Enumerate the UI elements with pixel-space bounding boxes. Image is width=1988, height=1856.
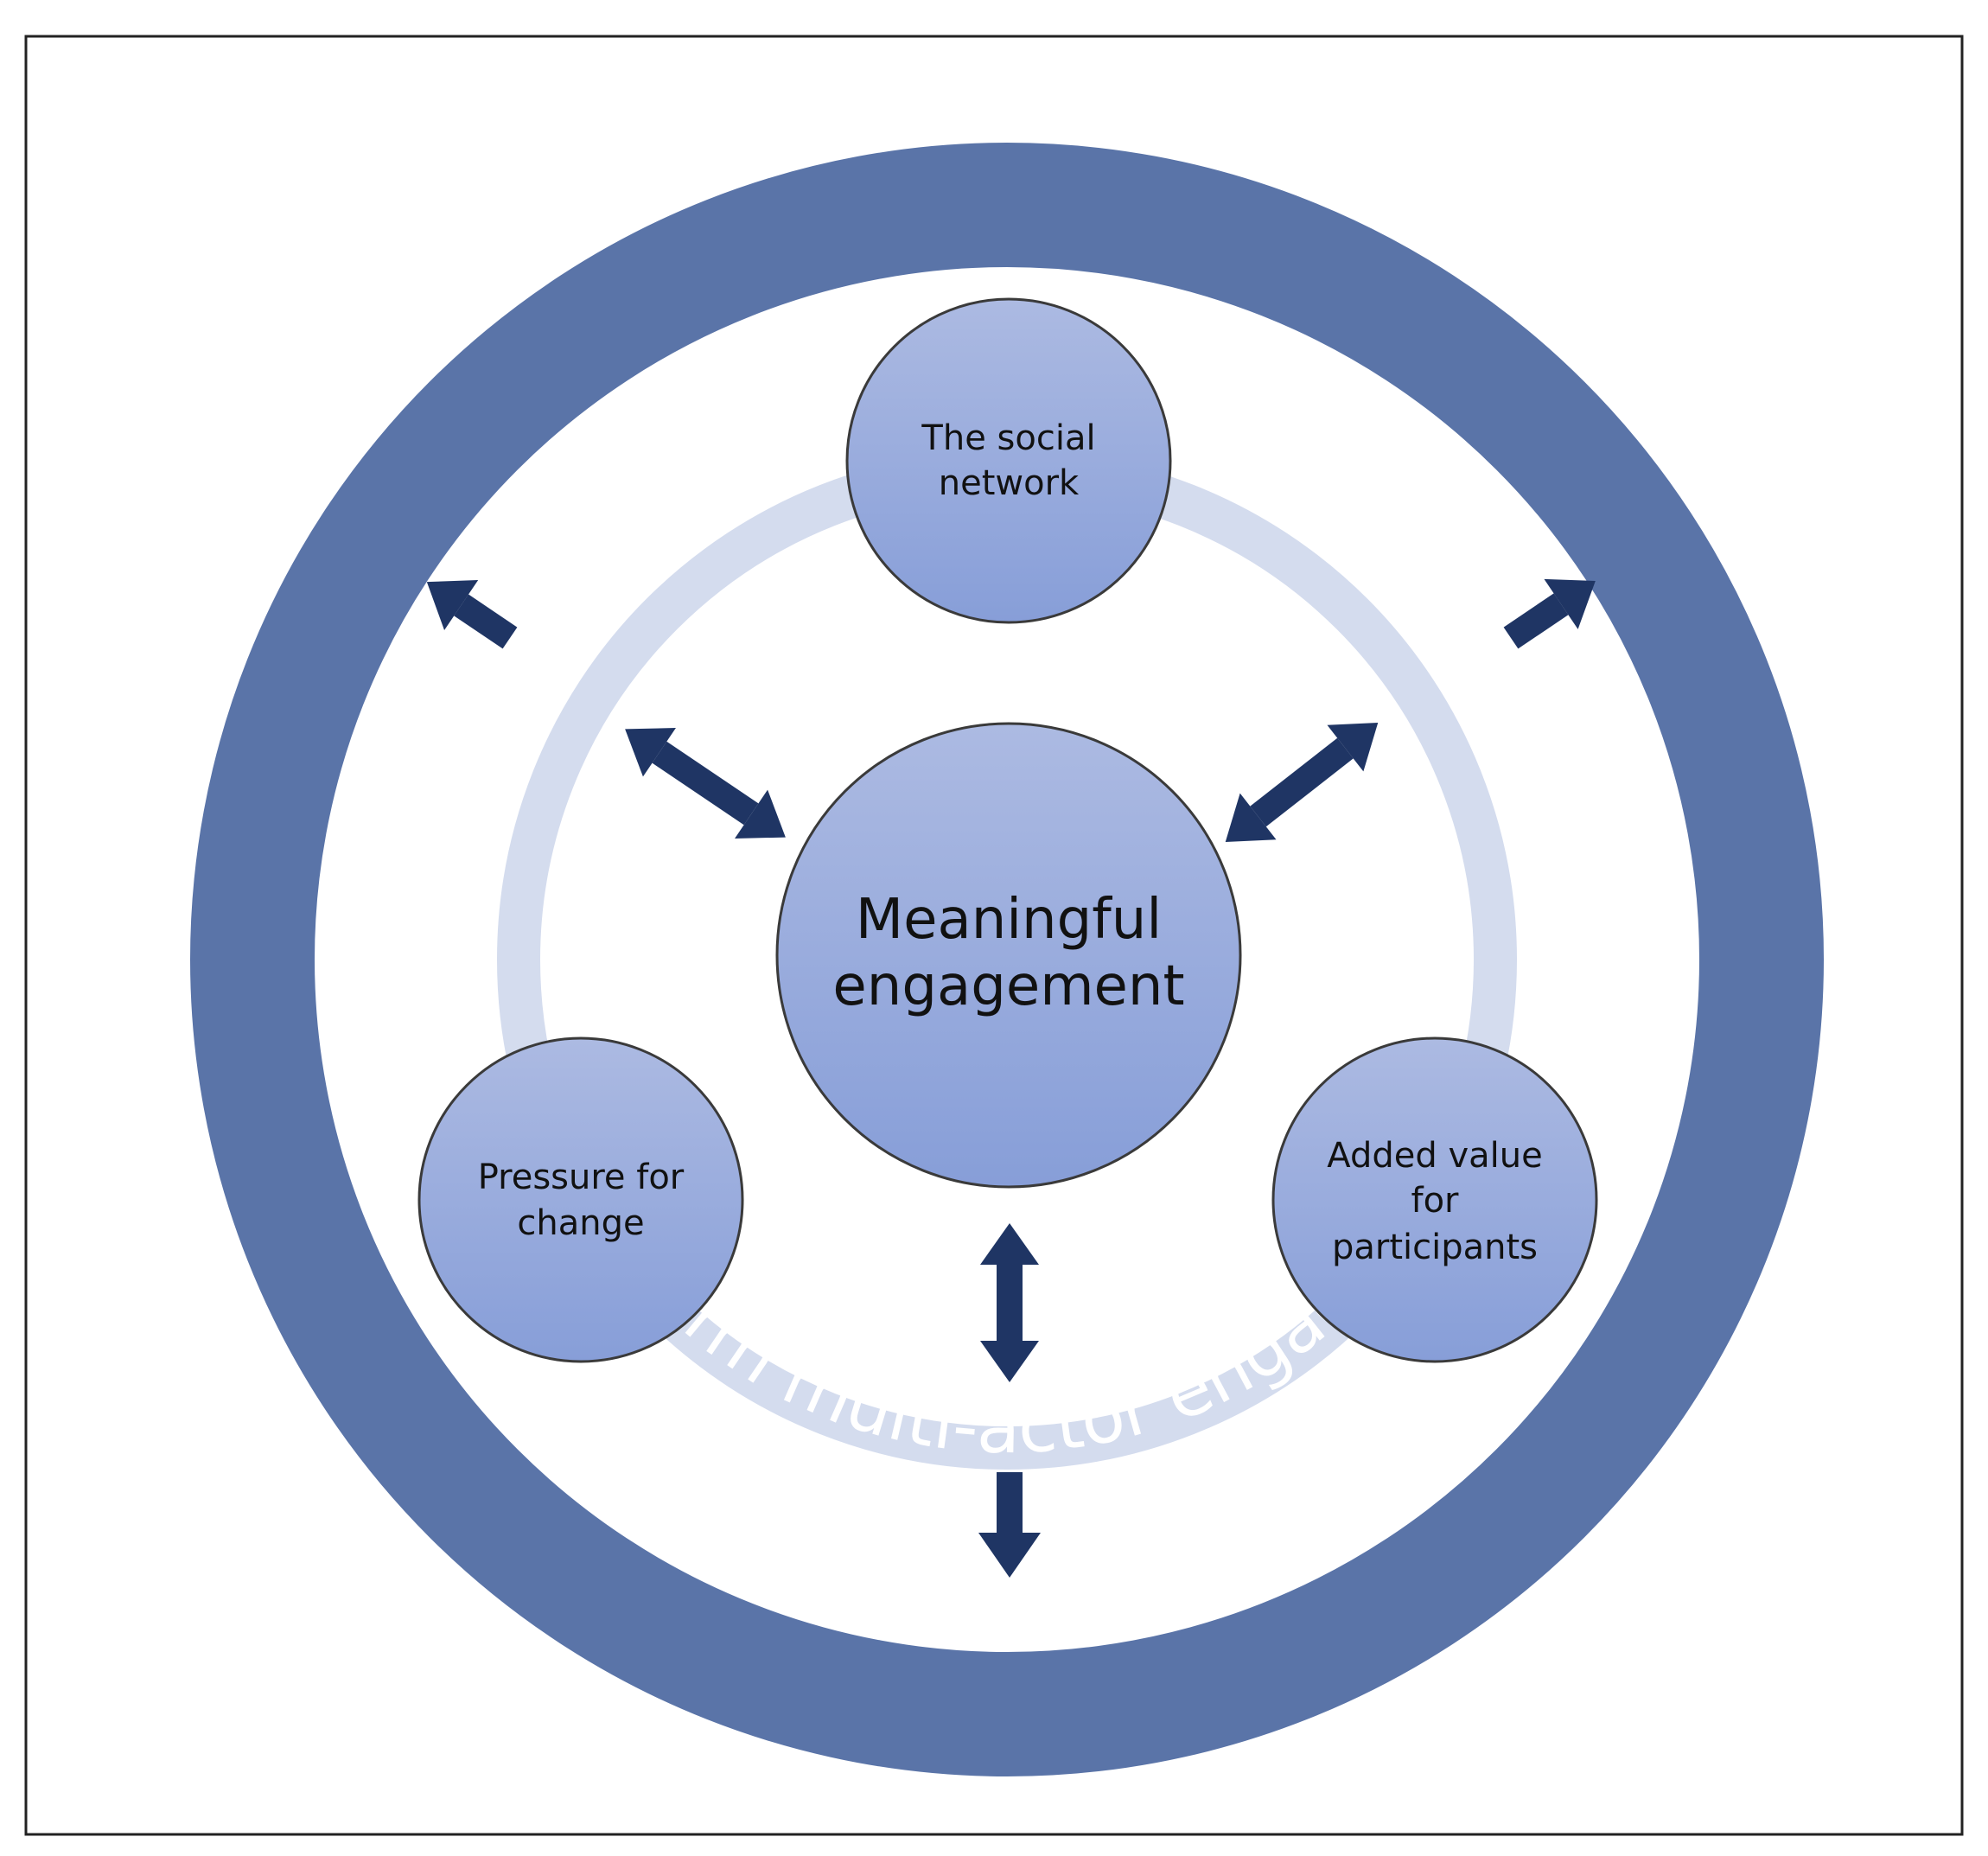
node-social-network-line2: network — [939, 463, 1080, 503]
outward-arrow-right — [1503, 578, 1596, 649]
node-pressure-line1: Pressure for — [478, 1158, 685, 1197]
node-added-value-line3: participants — [1332, 1228, 1538, 1267]
node-social-network: The social network — [845, 297, 1172, 624]
node-added-value-line2: for — [1411, 1181, 1460, 1221]
outer-ring — [190, 143, 1824, 1776]
double-arrow-center-pressure — [980, 1223, 1039, 1382]
double-arrow-center-social — [625, 728, 786, 839]
center-label-line2: engagement — [832, 954, 1184, 1018]
node-added-value: Added value for participants — [1271, 1036, 1598, 1363]
center-meaningful-engagement: Meaningful engagement — [775, 722, 1242, 1189]
outward-arrow-bottom — [978, 1472, 1041, 1578]
node-pressure-line2: change — [517, 1203, 644, 1243]
double-arrow-center-added-value — [1225, 723, 1379, 842]
figure-frame — [24, 35, 1964, 1836]
node-pressure-for-change: Pressure for change — [417, 1036, 744, 1363]
node-social-network-line1: The social — [921, 418, 1095, 458]
node-added-value-line1: Added value — [1327, 1136, 1542, 1176]
center-label-line1: Meaningful — [856, 888, 1162, 952]
outward-arrow-left — [426, 579, 518, 649]
